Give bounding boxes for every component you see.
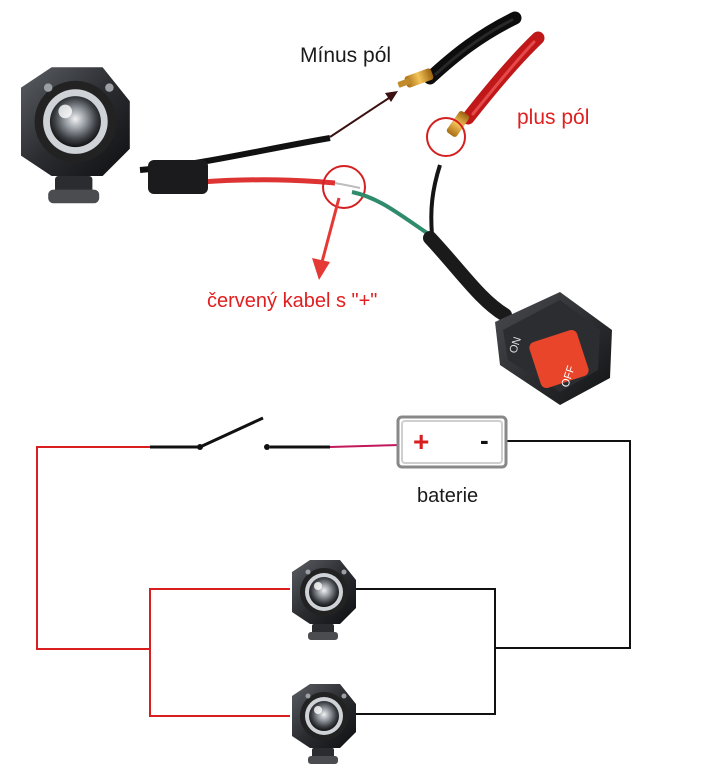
red-circuit-wire (36, 446, 290, 717)
red-cable-circle (322, 165, 366, 209)
plus-connection-circle (426, 117, 466, 157)
switch-symbol (197, 416, 270, 450)
battery-plus-sign: + (413, 426, 429, 457)
lamp-upper (292, 560, 356, 640)
battery: + - (396, 415, 508, 469)
lamp-cable (139, 135, 361, 194)
battery-label: baterie (417, 485, 478, 507)
red-cable-arrow (312, 197, 341, 280)
handlebar-switch: ON OFF (495, 292, 612, 405)
switch-wires (351, 164, 512, 322)
plus-wire (461, 31, 545, 125)
black-circuit-wire (150, 440, 631, 715)
minus-connector (397, 68, 434, 88)
minus-pole-label: Mínus pól (300, 44, 391, 67)
minus-arrow (329, 91, 398, 138)
lamp-lower (292, 684, 356, 764)
switch-on-label: ON (507, 335, 524, 354)
switch-to-battery-wire (329, 444, 401, 448)
lamp-photo (20, 67, 130, 204)
plus-pole-label: plus pól (517, 106, 589, 129)
plus-connector (446, 111, 470, 137)
battery-minus-sign: - (480, 425, 489, 455)
minus-wire (423, 11, 522, 85)
red-cable-label: červený kabel s "+" (207, 290, 377, 312)
